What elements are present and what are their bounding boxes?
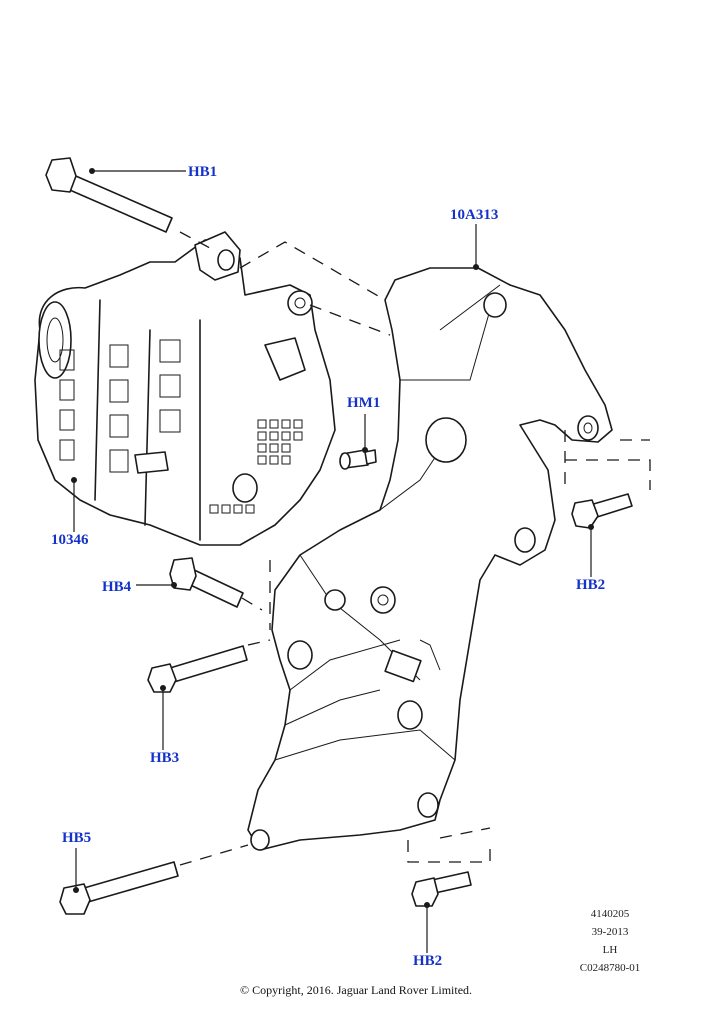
bolt-hb3 (147, 645, 248, 693)
bolt-hb1 (45, 157, 173, 233)
callout-bracket-10a313: 10A313 (450, 207, 499, 223)
callout-hb5: HB5 (62, 830, 92, 846)
callout-hb2-bottom: HB2 (413, 953, 443, 969)
callout-hb4: HB4 (102, 579, 132, 595)
drawing-side: LH (602, 944, 618, 956)
copyright-notice: © Copyright, 2016. Jaguar Land Rover Lim… (239, 983, 473, 997)
bracket-drawing (247, 267, 613, 851)
nut-hm1 (339, 449, 377, 470)
bolt-hb5 (59, 861, 179, 915)
bolt-hb2-right (571, 493, 633, 529)
alternator-drawing (34, 231, 336, 546)
bolt-hb2-bottom (411, 871, 472, 907)
bolt-hb4 (169, 557, 244, 608)
callout-alternator-10346: 10346 (51, 532, 89, 548)
callout-hm1: HM1 (347, 395, 381, 411)
rear-cover-vents (209, 419, 303, 514)
leader-lines (71, 168, 594, 953)
drawing-number: 4140205 (590, 908, 630, 920)
callout-hb1: HB1 (188, 164, 218, 180)
drawing-section: 39-2013 (591, 926, 629, 938)
drawing-code: C0248780-01 (579, 962, 641, 974)
alignment-dashes (179, 231, 651, 866)
callout-hb3: HB3 (150, 750, 180, 766)
callout-hb2-right: HB2 (576, 577, 606, 593)
